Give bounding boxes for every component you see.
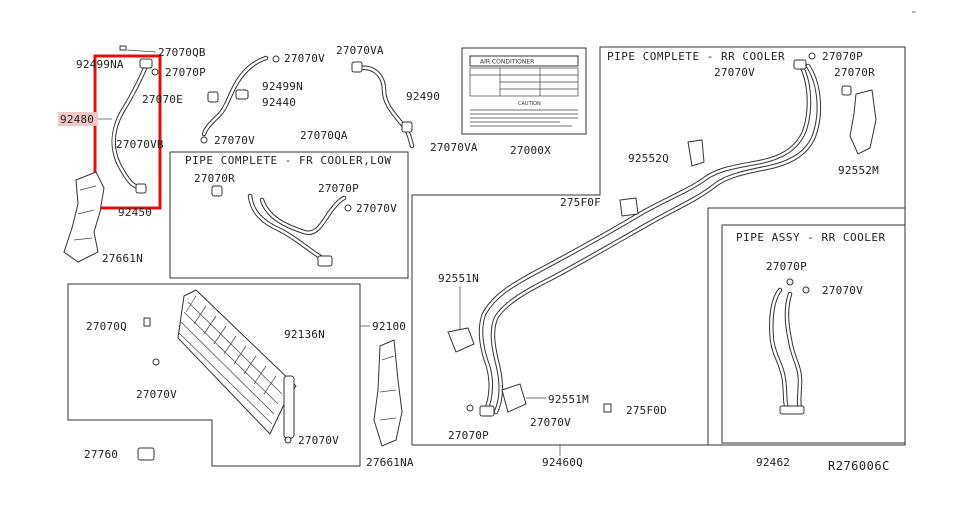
callout-27070P-a[interactable]: 27070P (165, 66, 206, 79)
callout-27070P-b[interactable]: 27070P (448, 429, 489, 442)
callout-92100[interactable]: 92100 (372, 320, 406, 333)
oring-27070V-fr (344, 204, 352, 212)
callout-27070R-rr[interactable]: 27070R (834, 66, 875, 79)
rr-cooler-pipe-assy-frame (721, 224, 906, 444)
callout-27070QB[interactable]: 27070QB (158, 46, 206, 59)
pipe-assy-92462[interactable] (769, 287, 805, 415)
callout-27070R-fr[interactable]: 27070R (194, 172, 235, 185)
callout-27070V-a[interactable]: 27070V (284, 52, 325, 65)
oring-27070V-assy (802, 286, 810, 294)
bracket-27661N[interactable] (63, 171, 105, 263)
callout-27070V-assy[interactable]: 27070V (822, 284, 863, 297)
pipe-rr-cooler[interactable] (478, 59, 821, 417)
callout-92551N[interactable]: 92551N (438, 272, 479, 285)
clip-27070R-rr (841, 85, 852, 96)
callout-92480[interactable]: 92480 (60, 113, 94, 126)
callout-92460Q[interactable]: 92460Q (542, 456, 583, 469)
oring-27070P-a (151, 68, 159, 76)
ac-label-card[interactable]: AIR CONDITIONER CAUTION (461, 47, 587, 135)
oring-27070V-b (200, 136, 208, 144)
condenser-92100[interactable] (177, 289, 297, 439)
callout-92499N[interactable]: 92499N (262, 80, 303, 93)
leader-27070QB (126, 49, 157, 53)
bracket-92552M[interactable] (849, 89, 877, 155)
oring-27070V-c (152, 358, 160, 366)
clamp-92551M[interactable] (501, 383, 527, 413)
callout-27070VA-top[interactable]: 27070VA (336, 44, 384, 57)
oring-27070P-rr (808, 52, 816, 60)
rr-cooler-inner-frame (707, 207, 905, 445)
callout-92136N[interactable]: 92136N (284, 328, 325, 341)
bolt-27070QB (119, 45, 127, 51)
ac-label-title: AIR CONDITIONER (480, 59, 534, 66)
callout-27070Q[interactable]: 27070Q (86, 320, 127, 333)
oring-27070V-a (272, 55, 280, 63)
rr-cooler-pipe-assy-title: PIPE ASSY - RR COOLER (736, 231, 886, 244)
pipe-92480[interactable] (111, 58, 153, 194)
highlight-box (93, 54, 162, 210)
hose-92440[interactable] (201, 55, 269, 137)
callout-92552M[interactable]: 92552M (838, 164, 879, 177)
callout-275F0D[interactable]: 275F0D (626, 404, 667, 417)
rr-cooler-pipe-complete-frame (411, 46, 906, 446)
rr-cooler-pipe-complete-title: PIPE COMPLETE - RR COOLER (607, 50, 785, 63)
callout-27070V-c[interactable]: 27070V (136, 388, 177, 401)
callout-27661N[interactable]: 27661N (102, 252, 143, 265)
callout-27070V-e[interactable]: 27070V (530, 416, 571, 429)
callout-27070P-rr[interactable]: 27070P (822, 50, 863, 63)
bracket-27661NA[interactable] (373, 339, 403, 447)
callout-27070VA-bot[interactable]: 27070VA (430, 141, 478, 154)
callout-92551M[interactable]: 92551M (548, 393, 589, 406)
callout-27070P-fr[interactable]: 27070P (318, 182, 359, 195)
oring-27070V-d (284, 436, 292, 444)
callout-27070P-assy[interactable]: 27070P (766, 260, 807, 273)
oring-27070P-assy (786, 278, 794, 286)
callout-27070E[interactable]: 27070E (142, 93, 183, 106)
callout-92499NA[interactable]: 92499NA (76, 58, 124, 71)
callout-92552Q[interactable]: 92552Q (628, 152, 669, 165)
clip-275F0F[interactable] (619, 197, 639, 217)
callout-92490[interactable]: 92490 (406, 90, 440, 103)
part-27760 (137, 447, 155, 461)
condenser-frame (67, 283, 361, 467)
oring-27070P-b (466, 404, 474, 412)
callout-27070QA[interactable]: 27070QA (300, 129, 348, 142)
callout-27070V-rr[interactable]: 27070V (714, 66, 755, 79)
fr-cooler-low-frame (169, 151, 409, 279)
fr-cooler-low-title: PIPE COMPLETE - FR COOLER,LOW (185, 154, 392, 167)
callout-275F0F[interactable]: 275F0F (560, 196, 601, 209)
callout-27070V-fr[interactable]: 27070V (356, 202, 397, 215)
callout-27000X[interactable]: 27000X (510, 144, 551, 157)
diagram-id: R276006C (828, 459, 890, 473)
callout-27070V-d[interactable]: 27070V (298, 434, 339, 447)
highlight-label-bg (58, 112, 98, 126)
clamp-92551N[interactable] (447, 327, 475, 353)
callout-27661NA[interactable]: 27661NA (366, 456, 414, 469)
callout-92440[interactable]: 92440 (262, 96, 296, 109)
ac-label-caution: CAUTION (518, 101, 541, 107)
callout-27760[interactable]: 27760 (84, 448, 118, 461)
hose-92490[interactable] (351, 61, 415, 149)
pipe-fr-cooler-low[interactable] (211, 185, 347, 267)
callout-27070V-b[interactable]: 27070V (214, 134, 255, 147)
bolt-275F0D (603, 403, 612, 413)
callout-92450[interactable]: 92450 (118, 206, 152, 219)
bolt-27070Q (143, 317, 151, 327)
callout-27070VB[interactable]: 27070VB (116, 138, 164, 151)
clip-92552Q[interactable] (687, 139, 705, 167)
callout-92462[interactable]: 92462 (756, 456, 790, 469)
